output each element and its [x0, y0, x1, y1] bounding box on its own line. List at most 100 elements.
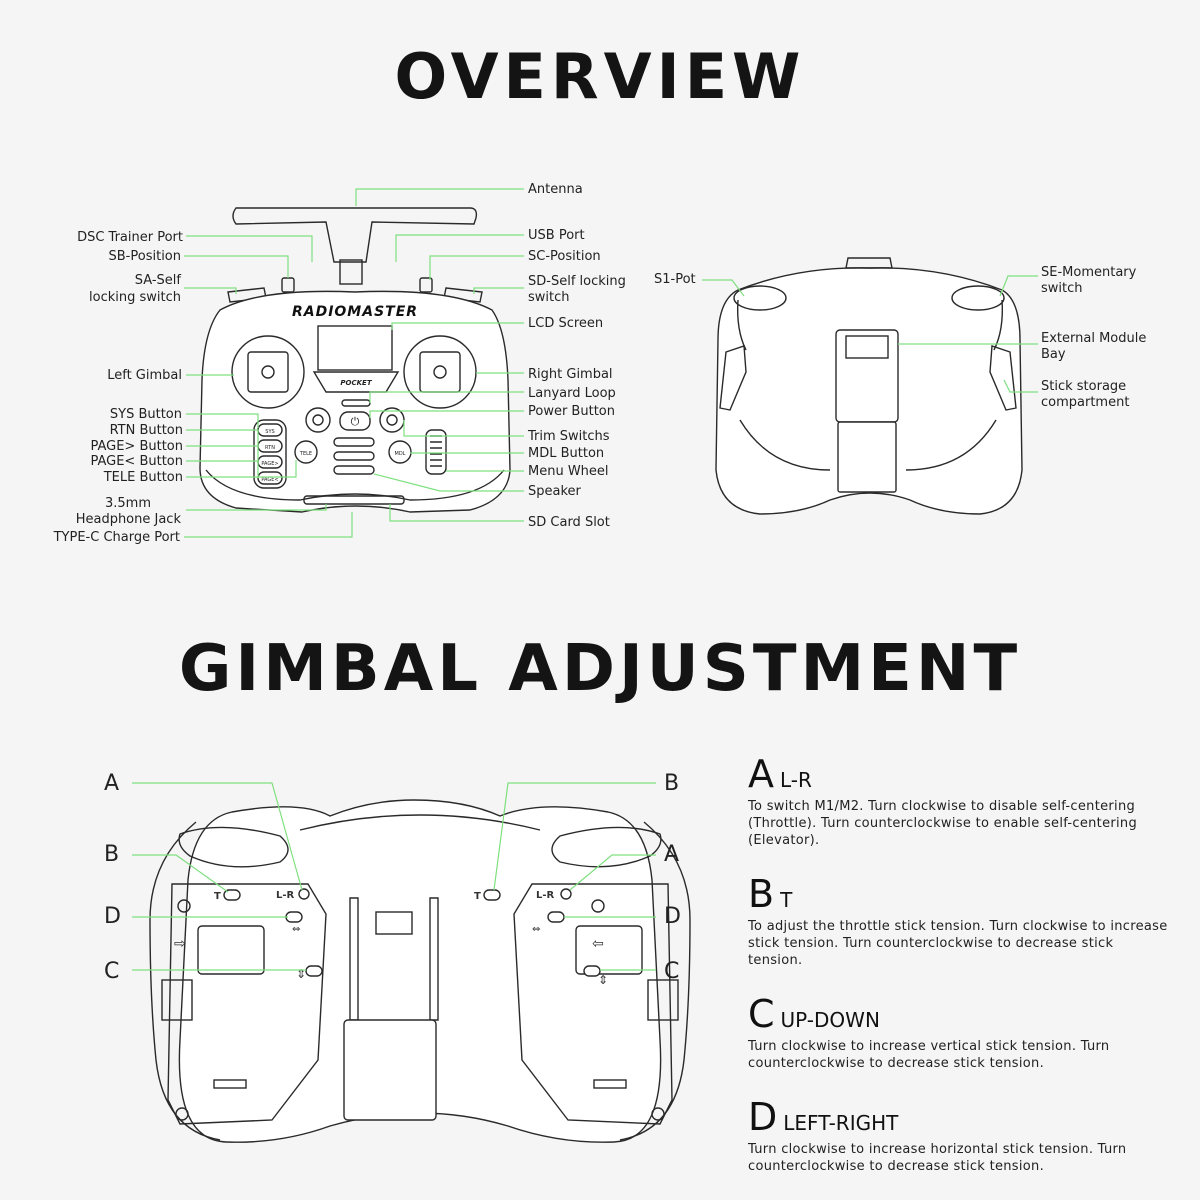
label-right-gimbal: Right Gimbal [528, 367, 613, 382]
right-pot-cutout [551, 826, 662, 868]
right-side-slot [647, 979, 679, 1021]
right-label-slot [593, 1079, 627, 1089]
label-usb-port: USB Port [528, 228, 585, 243]
right-gimbal [403, 335, 477, 409]
label-tele-button: TELE Button [103, 470, 183, 485]
description-a-letter: A [748, 752, 774, 796]
power-button-icon [339, 411, 371, 431]
label-rtn-button: RTN Button [110, 423, 183, 438]
left-c-screw-icon [305, 965, 323, 977]
left-lr-label: L-R [276, 890, 295, 901]
label-sys-button: SYS Button [110, 407, 182, 422]
front-right-labels: Antenna USB Port SC-Position SD-Self loc… [527, 182, 626, 530]
tele-button-text: TELE [299, 451, 312, 457]
right-t-screw-icon [483, 889, 501, 901]
outer-right-contour [619, 919, 691, 1141]
description-c-letter: C [748, 992, 775, 1036]
left-screw-bottom-icon [175, 1107, 189, 1121]
diagram-letter-right-a: A [664, 842, 679, 867]
description-b-name: T [780, 888, 793, 912]
label-headphone-jack: Headphone Jack [76, 512, 182, 527]
label-menu-wheel: Menu Wheel [528, 464, 609, 479]
right-lr-screw-icon [560, 888, 572, 900]
front-left-labels: DSC Trainer Port SB-Position SA-Self loc… [53, 230, 183, 545]
left-t-screw-icon [223, 889, 241, 901]
back-transmitter-drawing [715, 257, 1023, 515]
label-sb-position: SB-Position [109, 249, 181, 264]
s1-pot-icon [733, 285, 787, 311]
brand-logo: RADIOMASTER [292, 304, 418, 320]
rtn-button-text: RTN [265, 445, 275, 451]
label-page-next-button: PAGE> Button [90, 439, 183, 454]
left-side-slot [161, 979, 193, 1021]
description-a-text: To switch M1/M2. Turn clockwise to disab… [748, 799, 1138, 848]
se-switch-icon [951, 285, 1005, 311]
label-sd-self-locking: SD-Self locking [528, 274, 626, 289]
left-gimbal-frame [247, 351, 289, 393]
label-se-momentary: SE-Momentary [1041, 265, 1137, 280]
label-lcd-screen: LCD Screen [528, 316, 603, 331]
overview-title: OVERVIEW [394, 40, 806, 113]
left-stick-storage-icon [719, 345, 747, 411]
label-3-5mm: 3.5mm [105, 496, 151, 511]
left-lr-screw-icon [298, 888, 310, 900]
module-bay-latch [845, 335, 889, 359]
gimbal-diagram-letters: A B D C B A D C [104, 771, 681, 984]
description-d-name: LEFT-RIGHT [783, 1111, 899, 1135]
sb-switch-icon [281, 277, 295, 293]
right-horizontal-arrow-icon: ⇔ [532, 924, 540, 935]
back-antenna-base [845, 257, 893, 269]
right-lr-label: L-R [536, 890, 555, 901]
label-type-c-charge-port: TYPE-C Charge Port [53, 530, 180, 545]
button-column-frame [253, 419, 287, 489]
description-c-name: UP-DOWN [780, 1008, 880, 1032]
front-transmitter-drawing: RADIOMASTER POCKET ⏻ SYS RTN [199, 207, 511, 513]
gimbal-back-drawing: T L-R T L-R ⇔ ⇕ ⇔ ⇕ ⇨ ⇦ [149, 799, 691, 1143]
mdl-button-text: MDL [395, 451, 406, 457]
back-leader-lines [702, 275, 1038, 393]
diagram-letter-right-d: D [664, 904, 681, 929]
left-trim-icon [305, 407, 331, 433]
label-compartment: compartment [1041, 395, 1129, 410]
right-stick-icon [433, 365, 447, 379]
lcd-screen [317, 325, 393, 371]
left-vertical-arrow-icon: ⇕ [296, 967, 306, 981]
left-t-label: T [214, 891, 221, 902]
back-left-grip [739, 419, 831, 471]
antenna-base [339, 259, 363, 285]
label-s1-pot: S1-Pot [654, 272, 696, 287]
top-arch [299, 814, 541, 831]
right-trim-center [386, 414, 398, 426]
right-c-screw-icon [583, 965, 601, 977]
label-sa-locking-switch: locking switch [89, 290, 181, 305]
front-leader-lines [184, 188, 524, 538]
label-power-button: Power Button [528, 404, 615, 419]
left-d-screw-icon [285, 911, 303, 923]
diagram-letter-left-c: C [104, 959, 119, 984]
outer-right-top [643, 821, 691, 921]
label-antenna: Antenna [528, 182, 583, 197]
outer-left-top [149, 821, 197, 921]
left-direction-arrow-icon: ⇨ [174, 936, 186, 952]
sys-button-text: SYS [265, 429, 274, 435]
left-stick-icon [261, 365, 275, 379]
mdl-button-icon [388, 440, 412, 464]
label-left-gimbal: Left Gimbal [107, 368, 182, 383]
menu-wheel-icon [425, 429, 447, 475]
right-gimbal-plate [575, 925, 643, 975]
sd-switch-icon [443, 287, 483, 303]
left-horizontal-arrow-icon: ⇔ [292, 924, 300, 935]
right-screw-top-icon [591, 899, 605, 913]
back-right-grip [905, 419, 997, 471]
page-prev-button-text: PAGE< [261, 477, 278, 483]
label-page-prev-button: PAGE< Button [90, 454, 183, 469]
